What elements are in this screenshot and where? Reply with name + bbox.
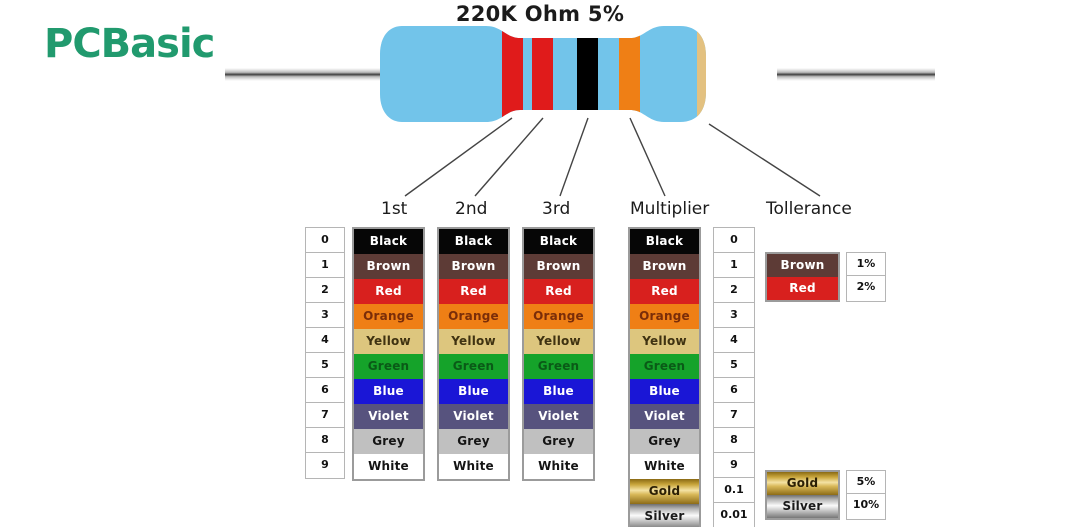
- tolerance-bottom-color-cell-gold: Gold: [767, 472, 838, 495]
- multiplier-color-cell-red: Red: [630, 279, 699, 304]
- digit-cell: 3: [306, 303, 344, 328]
- color-cell-white: White: [354, 454, 423, 479]
- page-title: 220K Ohm 5%: [455, 2, 625, 26]
- multiplier-color-cell-gold: Gold: [630, 479, 699, 504]
- color-cell-orange: Orange: [524, 304, 593, 329]
- tolerance-top-value-cell: 1%: [847, 253, 885, 276]
- tolerance-top-value-cell: 2%: [847, 276, 885, 299]
- color-cell-violet: Violet: [524, 404, 593, 429]
- color-cell-brown: Brown: [439, 254, 508, 279]
- color-cell-violet: Violet: [439, 404, 508, 429]
- digit-cell: 6: [306, 378, 344, 403]
- color-cell-red: Red: [354, 279, 423, 304]
- color-cell-blue: Blue: [524, 379, 593, 404]
- resistor-lead-right: [777, 68, 935, 81]
- multiplier-value-cell: 8: [714, 428, 754, 453]
- digit-cell: 2: [306, 278, 344, 303]
- multiplier-value-cell: 0.1: [714, 478, 754, 503]
- multiplier-color-cell-orange: Orange: [630, 304, 699, 329]
- multiplier-value-cell: 7: [714, 403, 754, 428]
- tolerance-top-color-cell-red: Red: [767, 277, 838, 300]
- band-2: [532, 26, 553, 122]
- color-cell-red: Red: [524, 279, 593, 304]
- color-cell-grey: Grey: [439, 429, 508, 454]
- color-cell-green: Green: [354, 354, 423, 379]
- color-cell-green: Green: [439, 354, 508, 379]
- resistor-illustration: [225, 18, 955, 130]
- callout-label-tolerance: Tollerance: [766, 199, 852, 219]
- multiplier-value-cell: 3: [714, 303, 754, 328]
- band-3: [577, 26, 598, 122]
- multiplier-value-cell: 0: [714, 228, 754, 253]
- digit-cell: 9: [306, 453, 344, 478]
- color-cell-white: White: [439, 454, 508, 479]
- multiplier-color-cell-black: Black: [630, 229, 699, 254]
- color-cell-orange: Orange: [439, 304, 508, 329]
- color-cell-yellow: Yellow: [439, 329, 508, 354]
- multiplier-value-cell: 4: [714, 328, 754, 353]
- color-cell-black: Black: [439, 229, 508, 254]
- digit-cell: 1: [306, 253, 344, 278]
- resistor-body: [380, 18, 785, 130]
- digit-cell: 0: [306, 228, 344, 253]
- digit-cell: 4: [306, 328, 344, 353]
- tolerance-bottom-value-group: 5%10%: [846, 470, 886, 520]
- resistor-body-shape: [380, 26, 706, 122]
- callout-label-3rd: 3rd: [542, 199, 571, 219]
- color-cell-brown: Brown: [524, 254, 593, 279]
- multiplier-color-cell-yellow: Yellow: [630, 329, 699, 354]
- multiplier-value-cell: 9: [714, 453, 754, 478]
- multiplier-value-cell: 6: [714, 378, 754, 403]
- pcbasic-logo: PCBasic: [44, 21, 215, 67]
- multiplier-value-cell: 1: [714, 253, 754, 278]
- multiplier-color-cell-blue: Blue: [630, 379, 699, 404]
- resistor-lead-left: [225, 68, 400, 81]
- color-cell-violet: Violet: [354, 404, 423, 429]
- multiplier-value-cell: 0.01: [714, 503, 754, 527]
- callout-label-multiplier: Multiplier: [630, 199, 710, 219]
- band-1: [502, 26, 523, 122]
- color-cell-grey: Grey: [524, 429, 593, 454]
- color-cell-black: Black: [524, 229, 593, 254]
- multiplier-value-cell: 2: [714, 278, 754, 303]
- band-5: [697, 26, 706, 122]
- color-cell-red: Red: [439, 279, 508, 304]
- color-cell-grey: Grey: [354, 429, 423, 454]
- color-cell-orange: Orange: [354, 304, 423, 329]
- band-4: [619, 26, 640, 122]
- digit-cell: 8: [306, 428, 344, 453]
- color-cell-white: White: [524, 454, 593, 479]
- tolerance-bottom-value-cell: 5%: [847, 471, 885, 494]
- tolerance-bottom-value-cell: 10%: [847, 494, 885, 517]
- color-cell-blue: Blue: [354, 379, 423, 404]
- color-cell-brown: Brown: [354, 254, 423, 279]
- multiplier-color-cell-green: Green: [630, 354, 699, 379]
- color-cell-blue: Blue: [439, 379, 508, 404]
- tolerance-bottom-color-cell-silver: Silver: [767, 495, 838, 518]
- digit-cell: 7: [306, 403, 344, 428]
- callout-label-1st: 1st: [381, 199, 408, 219]
- multiplier-color-cell-white: White: [630, 454, 699, 479]
- digit-cell: 5: [306, 353, 344, 378]
- color-cell-yellow: Yellow: [524, 329, 593, 354]
- multiplier-color-cell-violet: Violet: [630, 404, 699, 429]
- color-cell-green: Green: [524, 354, 593, 379]
- multiplier-color-cell-brown: Brown: [630, 254, 699, 279]
- multiplier-value-cell: 5: [714, 353, 754, 378]
- tolerance-top-value-group: 1%2%: [846, 252, 886, 302]
- tolerance-top-color-cell-brown: Brown: [767, 254, 838, 277]
- callout-label-2nd: 2nd: [455, 199, 488, 219]
- multiplier-color-cell-silver: Silver: [630, 504, 699, 527]
- color-cell-yellow: Yellow: [354, 329, 423, 354]
- color-cell-black: Black: [354, 229, 423, 254]
- multiplier-color-cell-grey: Grey: [630, 429, 699, 454]
